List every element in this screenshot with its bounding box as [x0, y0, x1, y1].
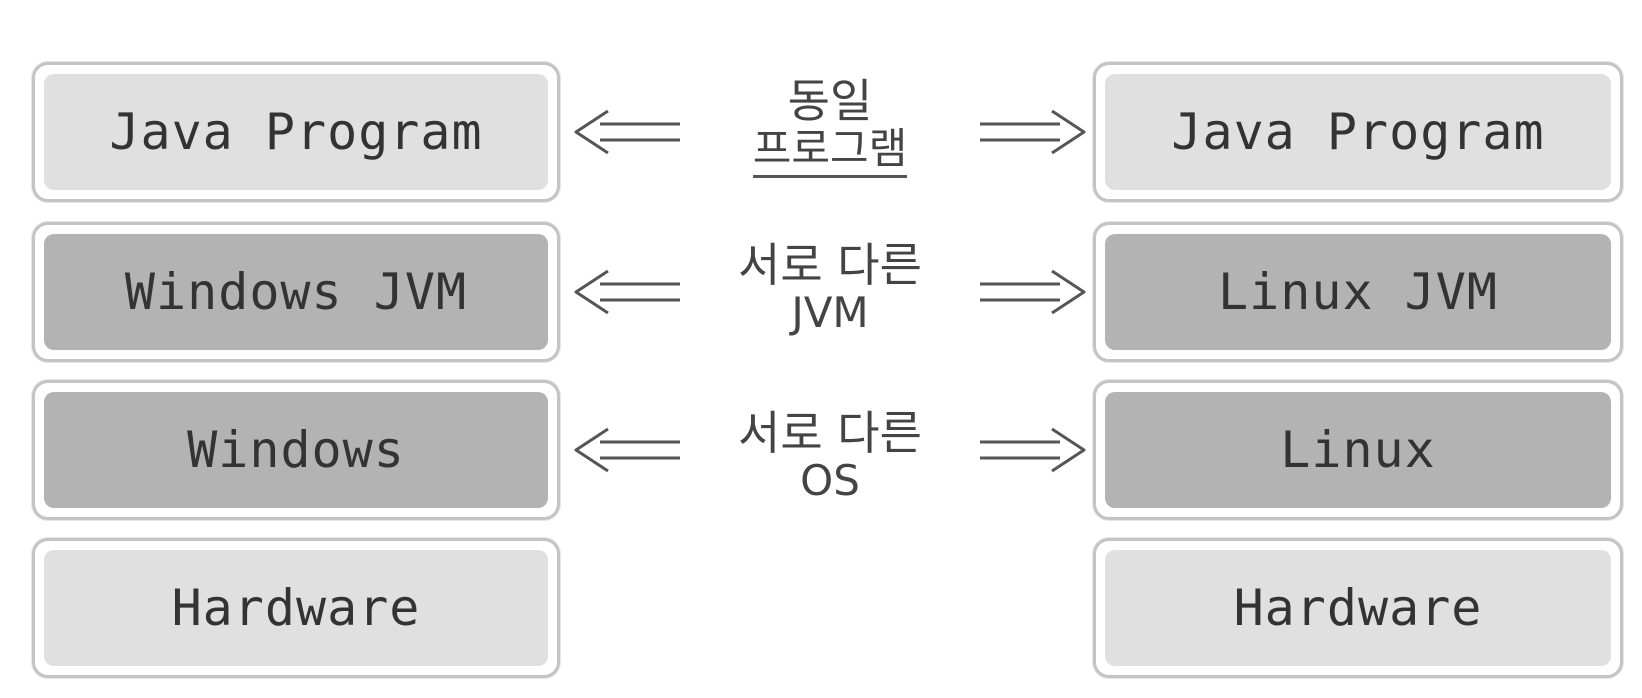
os-comparison-label: 서로 다른 OS [690, 410, 970, 502]
left-os-label: Windows [44, 392, 548, 508]
arrow-right-program-icon [980, 109, 1086, 155]
left-hardware-box: Hardware [32, 538, 560, 678]
arrow-left-program-icon [574, 109, 680, 155]
right-java-program-box: Java Program [1093, 62, 1623, 202]
os-comparison-line2: OS [800, 456, 860, 505]
program-comparison-line1: 동일 [787, 74, 873, 128]
right-jvm-label: Linux JVM [1105, 234, 1611, 350]
right-java-program-label: Java Program [1105, 74, 1611, 190]
right-os-box: Linux [1093, 380, 1623, 520]
program-comparison-label: 동일 프로그램 [690, 74, 970, 178]
right-jvm-box: Linux JVM [1093, 222, 1623, 362]
os-comparison-line1: 서로 다른 [738, 406, 922, 460]
left-jvm-label: Windows JVM [44, 234, 548, 350]
right-os-label: Linux [1105, 392, 1611, 508]
program-comparison-line2: 프로그램 [752, 124, 908, 178]
left-java-program-box: Java Program [32, 62, 560, 202]
left-jvm-box: Windows JVM [32, 222, 560, 362]
right-hardware-label: Hardware [1105, 550, 1611, 666]
left-hardware-label: Hardware [44, 550, 548, 666]
arrow-left-os-icon [574, 427, 680, 473]
arrow-right-jvm-icon [980, 269, 1086, 315]
arrow-left-jvm-icon [574, 269, 680, 315]
jvm-comparison-line2: JVM [791, 288, 869, 337]
left-os-box: Windows [32, 380, 560, 520]
jvm-comparison-label: 서로 다른 JVM [690, 242, 970, 334]
jvm-comparison-line1: 서로 다른 [738, 238, 922, 292]
left-java-program-label: Java Program [44, 74, 548, 190]
right-hardware-box: Hardware [1093, 538, 1623, 678]
arrow-right-os-icon [980, 427, 1086, 473]
